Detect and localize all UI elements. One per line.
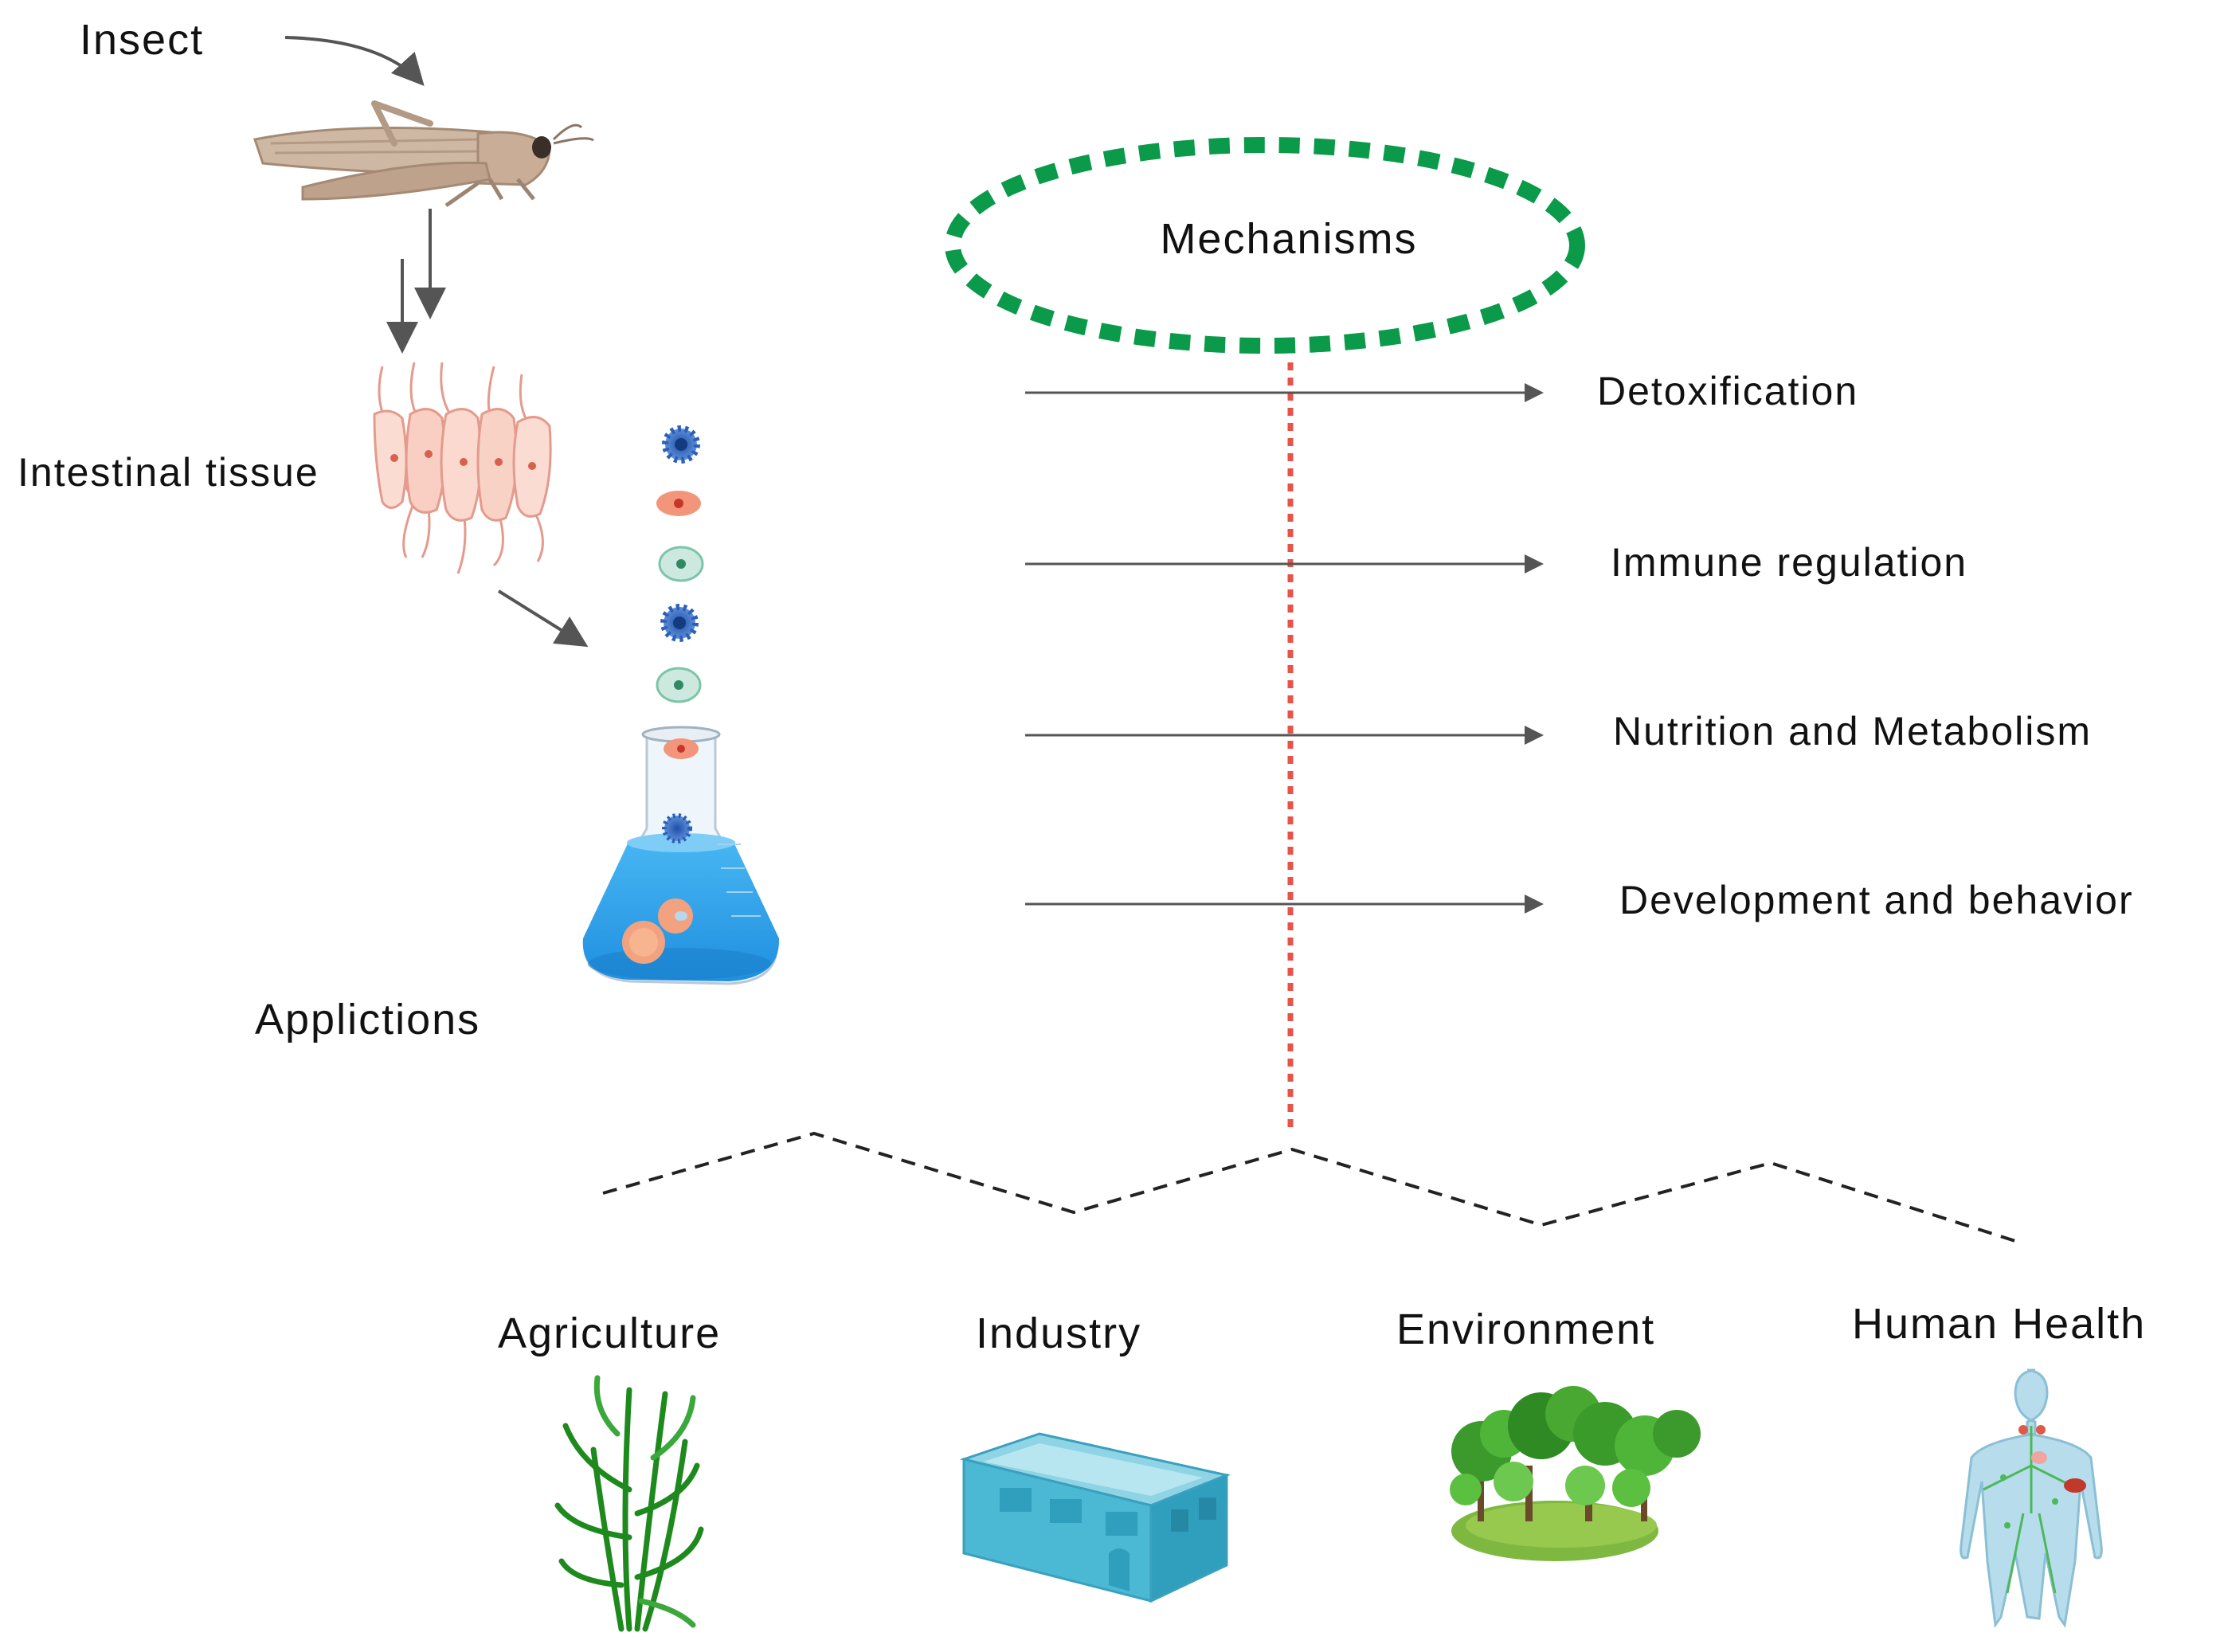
plant-icon [554,1375,704,1632]
building-icon [959,1432,1231,1603]
zigzag-connector [602,1131,2016,1243]
flask-icon [582,726,780,985]
mechanisms-ellipse [945,137,1585,354]
tissue-to-flask-arrow [497,589,589,648]
cell-column [656,425,704,703]
insect-curve-arrow [284,36,425,86]
intestinal-tissue-label: Intestinal tissue [18,450,319,495]
forest-icon [1450,1386,1701,1561]
application-environment-label: Environment [1396,1306,1655,1353]
immune-cell-icon [660,604,699,642]
mechanism-nutrition-metabolism: Nutrition and Metabolism [1613,709,2092,754]
application-agriculture-label: Agriculture [498,1309,721,1357]
application-human-health-label: Human Health [1852,1300,2146,1348]
insect-label: Insect [80,16,204,64]
human-body-icon [1960,1368,2103,1629]
intestinal-tissue-icon [373,362,552,574]
mechanism-detoxification: Detoxification [1597,369,1858,413]
mechanism-development-behavior: Development and behavior [1619,878,2134,922]
mechanisms-title: Mechanisms [1160,215,1417,263]
red-cell-icon [656,491,701,516]
green-cell-icon [658,546,704,582]
grasshopper-icon [253,100,594,208]
application-industry-label: Industry [976,1309,1141,1357]
mechanism-immune-regulation: Immune regulation [1611,540,1967,585]
green-cell-icon [656,667,702,703]
applications-label: Applictions [255,996,480,1043]
immune-cell-icon [662,425,700,464]
